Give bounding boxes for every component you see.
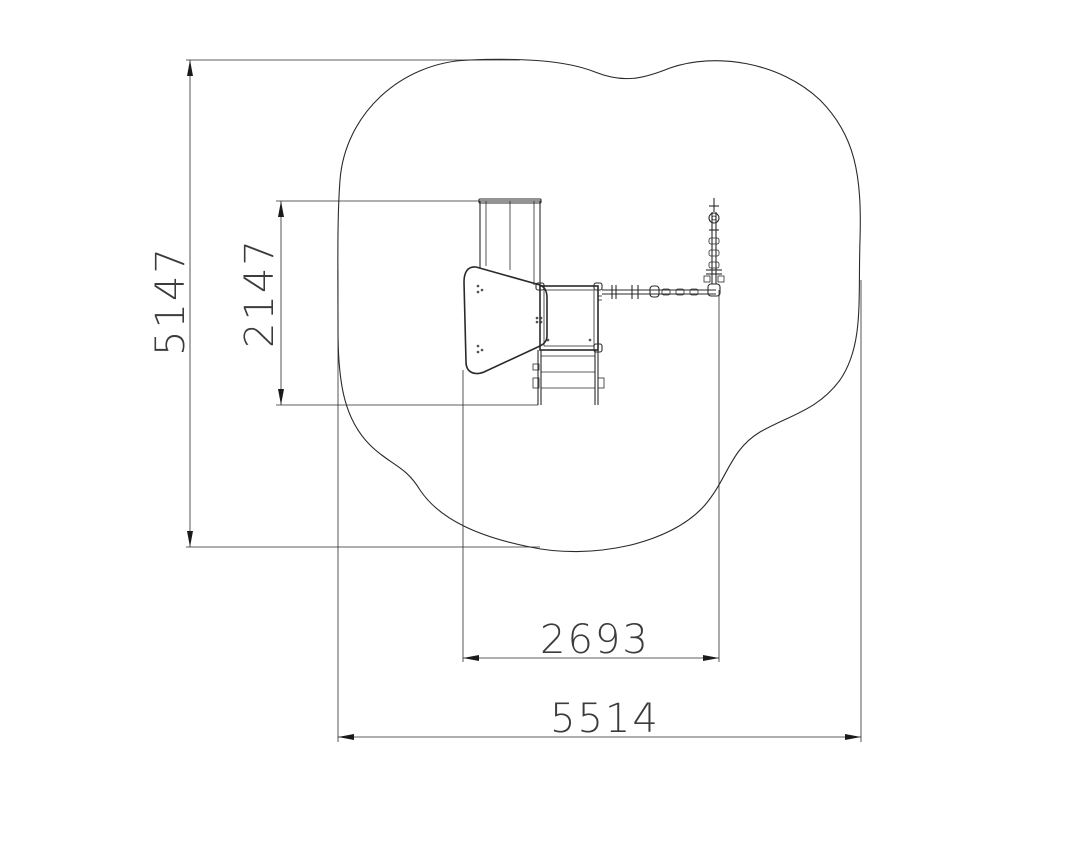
arrowhead-up bbox=[187, 60, 193, 76]
ladder bbox=[532, 350, 605, 405]
dimension-label-overall-width: 5514 bbox=[550, 696, 660, 742]
platform-tower bbox=[535, 282, 603, 353]
arrowhead-down bbox=[187, 531, 193, 547]
arrowhead-right-inner bbox=[703, 655, 719, 661]
arrowhead-down-inner bbox=[278, 389, 284, 405]
arrowhead-left-inner bbox=[463, 655, 479, 661]
climbing-bar-vertical bbox=[703, 198, 725, 284]
dimension-label-equipment-width: 2693 bbox=[540, 617, 650, 663]
dimension-label-equipment-height: 2147 bbox=[237, 238, 283, 348]
arrowhead-right bbox=[845, 734, 861, 740]
climbing-bar-horizontal bbox=[602, 283, 721, 299]
arrowhead-up-inner bbox=[278, 201, 284, 217]
arrowhead-left bbox=[338, 734, 354, 740]
safety-zone-outline bbox=[337, 58, 861, 553]
slide bbox=[463, 198, 548, 375]
dimension-label-overall-height: 5147 bbox=[148, 246, 194, 356]
